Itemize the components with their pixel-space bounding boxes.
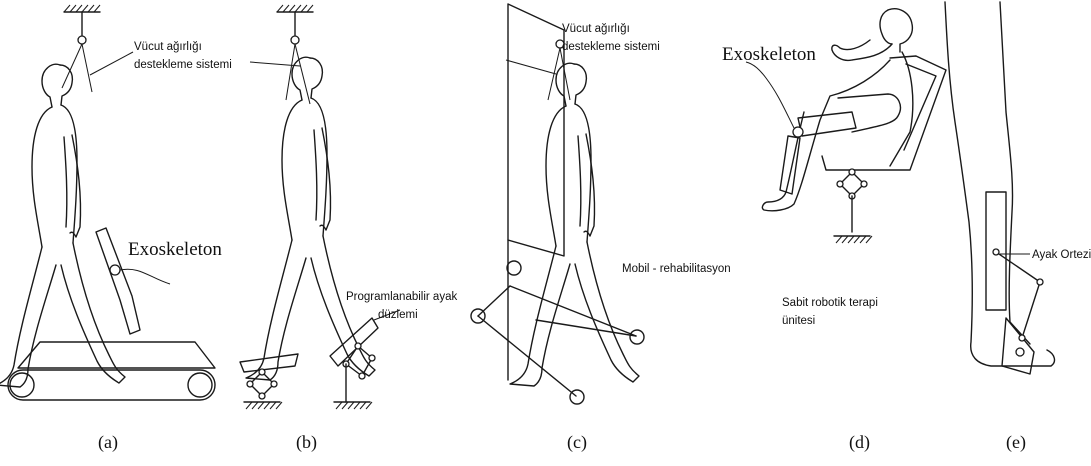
panel-c: Vücut ağırlığı destekleme sistemi Mobil … xyxy=(471,4,731,453)
panel-e: Ayak Ortezi (e) xyxy=(945,2,1091,453)
fixed-robotic-therapy-label-line1: Sabit robotik terapi xyxy=(782,297,878,309)
caption-c: (c) xyxy=(567,432,587,453)
exoskeleton-label-a: Exoskeleton xyxy=(128,239,222,260)
panel-b: Programlanabilir ayak düzlemi (b) xyxy=(240,5,457,453)
programmable-foot-plate-label-line2: düzlemi xyxy=(378,309,418,321)
caption-a: (a) xyxy=(98,432,118,453)
fixed-robotic-therapy-label-line2: ünitesi xyxy=(782,315,815,327)
caption-d: (d) xyxy=(849,432,870,453)
mobile-rehabilitation-label: Mobil - rehabilitasyon xyxy=(622,263,731,275)
panel-a: Vücut ağırlığı destekleme sistemi Exoske… xyxy=(0,5,232,453)
body-weight-support-label-c-line1: Vücut ağırlığı xyxy=(562,23,630,35)
exoskeleton-label-d: Exoskeleton xyxy=(722,44,816,65)
body-weight-support-label-line2: destekleme sistemi xyxy=(134,59,232,71)
caption-b: (b) xyxy=(296,432,317,453)
programmable-foot-plate-label-line1: Programlanabilir ayak xyxy=(346,291,457,303)
ankle-orthosis-label: Ayak Ortezi xyxy=(1032,249,1091,261)
caption-e: (e) xyxy=(1006,432,1026,453)
body-weight-support-label-c-line2: destekleme sistemi xyxy=(562,41,660,53)
panel-d: Exoskeleton Sabit robotik terapi ünitesi… xyxy=(722,9,946,453)
body-weight-support-label-line1: Vücut ağırlığı xyxy=(134,41,202,53)
